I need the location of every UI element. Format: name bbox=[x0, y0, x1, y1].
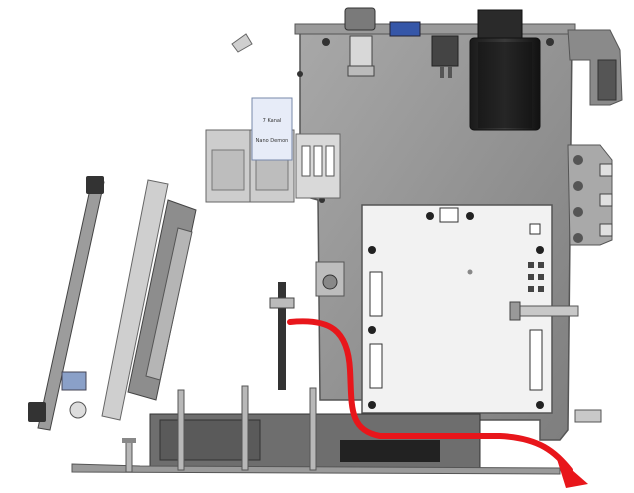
standoff bbox=[315, 261, 345, 297]
relay-modules: 7 Kanal Nano Demon bbox=[205, 97, 341, 203]
top-components bbox=[344, 7, 541, 131]
card-label-line2: Nano Demon bbox=[256, 138, 289, 144]
base-tray bbox=[71, 385, 561, 475]
card-label-line1: 7 Kanal bbox=[263, 118, 282, 124]
cable-guide-rod bbox=[269, 282, 295, 390]
right-bracket bbox=[567, 29, 623, 246]
front-panel bbox=[28, 176, 197, 431]
side-screw bbox=[509, 301, 602, 423]
cable-route-arrow bbox=[287, 318, 588, 488]
small-clip bbox=[231, 33, 253, 53]
